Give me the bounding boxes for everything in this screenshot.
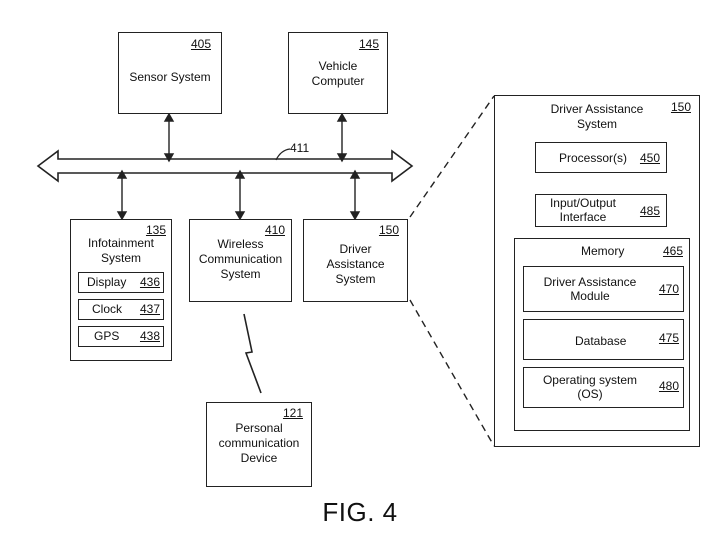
wireless-communication-box: 410 Wireless Communication System (189, 219, 292, 302)
gps-label: GPS (94, 329, 120, 343)
bus-ref-leader (275, 148, 291, 161)
bus-ref: 411 (290, 141, 310, 155)
database-ref: 475 (658, 331, 679, 345)
driver-assistance-module-box: Driver Assistance Module 470 (523, 266, 684, 312)
infotainment-system-box: 135 Infotainment System Display 436 Cloc… (70, 219, 172, 361)
memory-label: Memory (581, 244, 625, 258)
sensor-system-box: 405 Sensor System (118, 32, 222, 114)
io-label: Input/Output Interface (549, 196, 617, 224)
io-ref: 485 (639, 204, 660, 218)
module-label: Driver Assistance Module (543, 275, 637, 303)
display-box: Display 436 (78, 272, 164, 293)
gps-ref: 438 (139, 329, 160, 343)
database-label: Database (575, 334, 627, 348)
display-label: Display (87, 275, 127, 289)
das-detail-ref: 150 (670, 100, 691, 114)
gps-box: GPS 438 (78, 326, 164, 347)
database-box: Database 475 (523, 319, 684, 360)
vehicle-computer-label: Vehicle Computer (311, 59, 365, 88)
wireless-label: Wireless Communication System (198, 237, 283, 281)
expansion-line-bottom (409, 299, 495, 447)
memory-box: Memory 465 Driver Assistance Module 470 … (514, 238, 690, 431)
os-label: Operating system (OS) (542, 373, 638, 401)
infotainment-ref: 135 (145, 223, 166, 237)
personal-communication-device-box: 121 Personal communication Device (206, 402, 312, 487)
personal-device-label: Personal communication Device (218, 421, 300, 465)
clock-label: Clock (92, 302, 123, 316)
clock-ref: 437 (139, 302, 160, 316)
vehicle-computer-box: 145 Vehicle Computer (288, 32, 388, 114)
driver-assistance-detail-box: 150 Driver Assistance System Processor(s… (494, 95, 700, 447)
expansion-line-top (409, 95, 495, 218)
processor-ref: 450 (639, 151, 660, 165)
infotainment-label: Infotainment System (87, 236, 155, 265)
clock-box: Clock 437 (78, 299, 164, 320)
wireless-link (243, 313, 262, 394)
communication-bus (36, 149, 414, 183)
processor-label: Processor(s) (559, 151, 628, 165)
driver-assistance-system-box: 150 Driver Assistance System (303, 219, 408, 302)
display-ref: 436 (139, 275, 160, 289)
io-interface-box: Input/Output Interface 485 (535, 194, 667, 227)
memory-ref: 465 (662, 244, 683, 258)
operating-system-box: Operating system (OS) 480 (523, 367, 684, 408)
personal-device-ref: 121 (282, 406, 303, 420)
figure-label: FIG. 4 (322, 497, 398, 527)
vehicle-computer-ref: 145 (358, 37, 379, 51)
das-small-label: Driver Assistance System (326, 242, 385, 286)
das-detail-title: Driver Assistance System (550, 102, 644, 131)
sensor-system-label: Sensor System (129, 70, 211, 84)
wireless-ref: 410 (264, 223, 285, 237)
sensor-system-ref: 405 (190, 37, 211, 51)
das-small-ref: 150 (378, 223, 399, 237)
os-ref: 480 (658, 379, 679, 393)
module-ref: 470 (658, 282, 679, 296)
processor-box: Processor(s) 450 (535, 142, 667, 173)
